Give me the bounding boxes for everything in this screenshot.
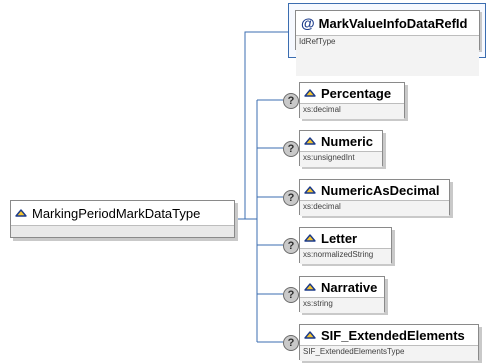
element-icon — [304, 136, 317, 146]
child-element-type: SIF_ExtendedElementsType — [300, 345, 478, 361]
child-element-name: Percentage — [321, 85, 392, 101]
child-element-box[interactable]: SIF_ExtendedElements SIF_ExtendedElement… — [299, 324, 479, 361]
child-element-box[interactable]: Numeric xs:unsignedInt — [299, 130, 383, 167]
child-element-box[interactable]: Letter xs:normalizedString — [299, 227, 392, 264]
optional-icon: ? — [283, 190, 299, 206]
child-element-name: Numeric — [321, 133, 374, 149]
attribute-name: MarkValueInfoDataRefId — [318, 15, 468, 31]
root-element-name: MarkingPeriodMarkDataType — [32, 205, 201, 221]
child-element-type: xs:decimal — [300, 103, 404, 119]
attribute-header: @ MarkValueInfoDataRefId — [296, 11, 479, 35]
child-element-header: NumericAsDecimal — [300, 180, 449, 200]
child-element-header: Percentage — [300, 83, 404, 103]
optional-icon: ? — [283, 93, 299, 109]
optional-icon: ? — [283, 287, 299, 303]
child-element-box[interactable]: Percentage xs:decimal — [299, 82, 405, 119]
attribute-type: IdRefType — [296, 35, 479, 76]
attribute-box[interactable]: @ MarkValueInfoDataRefId IdRefType — [295, 10, 480, 76]
element-icon — [15, 208, 28, 218]
optional-icon: ? — [283, 238, 299, 254]
element-icon — [304, 233, 317, 243]
attribute-icon: @ — [301, 15, 315, 31]
child-element-header: Letter — [300, 228, 391, 248]
child-element-type: xs:decimal — [300, 200, 449, 216]
attribute-group: @ MarkValueInfoDataRefId IdRefType — [288, 3, 486, 76]
child-element-name: SIF_ExtendedElements — [321, 327, 465, 343]
optional-icon: ? — [283, 335, 299, 351]
element-icon — [304, 88, 317, 98]
child-element-box[interactable]: Narrative xs:string — [299, 276, 385, 313]
root-element-header: MarkingPeriodMarkDataType — [11, 201, 234, 226]
element-icon — [304, 330, 317, 340]
child-element-name: NumericAsDecimal — [321, 182, 440, 198]
child-element-name: Letter — [321, 230, 358, 246]
child-element-type: xs:unsignedInt — [300, 151, 382, 167]
optional-icon: ? — [283, 141, 299, 157]
element-icon — [304, 282, 317, 292]
child-element-header: SIF_ExtendedElements — [300, 325, 478, 345]
child-element-name: Narrative — [321, 279, 378, 295]
element-icon — [304, 185, 317, 195]
root-element-box[interactable]: MarkingPeriodMarkDataType — [10, 200, 235, 238]
child-element-header: Numeric — [300, 131, 382, 151]
child-element-type: xs:string — [300, 297, 384, 313]
child-element-box[interactable]: NumericAsDecimal xs:decimal — [299, 179, 450, 216]
child-element-type: xs:normalizedString — [300, 248, 391, 264]
child-element-header: Narrative — [300, 277, 384, 297]
